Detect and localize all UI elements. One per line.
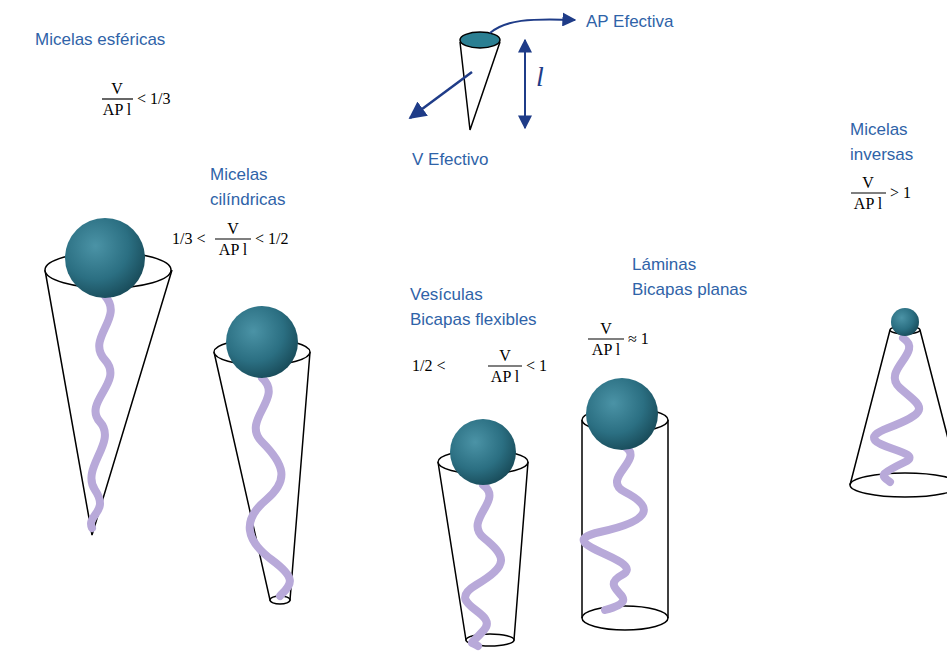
cone-inverse	[850, 308, 947, 497]
dimension-label: l	[536, 62, 544, 92]
formula-denominator: AP l	[592, 341, 620, 359]
shape-title: Vesículas	[410, 285, 483, 305]
formula-relation: < 1/2	[255, 230, 288, 248]
formula-numerator: V	[499, 347, 511, 365]
cone-vesicle	[438, 419, 528, 646]
callout-label: AP Efectiva	[586, 12, 674, 32]
formula-relation: < 1/3	[137, 90, 170, 108]
cone-spherical	[45, 218, 172, 535]
formula-relation: 1/2 <	[412, 357, 445, 375]
reference-cone	[410, 19, 575, 130]
shape-title: Láminas	[632, 255, 696, 275]
formula-numerator: V	[600, 320, 612, 338]
formula-denominator: AP l	[854, 195, 882, 213]
shape-title: Micelas esféricas	[35, 30, 165, 50]
formula-numerator: V	[227, 220, 239, 238]
shape-title: inversas	[850, 145, 913, 165]
cone-cylindrical	[214, 306, 310, 604]
shape-title: Bicapas flexibles	[410, 310, 537, 330]
formula-relation: 1/3 <	[172, 230, 205, 248]
cylinder-bilayer	[582, 378, 668, 630]
shape-title: Micelas	[850, 120, 908, 140]
formula-numerator: V	[862, 174, 874, 192]
shape-title: Micelas	[210, 165, 268, 185]
formula-relation: < 1	[526, 357, 547, 375]
formula-denominator: AP l	[103, 101, 131, 119]
formula-relation: > 1	[890, 184, 911, 202]
shape-title: Bicapas planas	[632, 280, 747, 300]
shape-title: cilíndricas	[210, 190, 286, 210]
callout-label: V Efectivo	[412, 150, 489, 170]
formula-denominator: AP l	[491, 368, 519, 386]
formula-numerator: V	[111, 80, 123, 98]
formula-denominator: AP l	[219, 241, 247, 259]
fraction-bars	[102, 99, 886, 366]
formula-relation: ≈ 1	[628, 330, 649, 348]
